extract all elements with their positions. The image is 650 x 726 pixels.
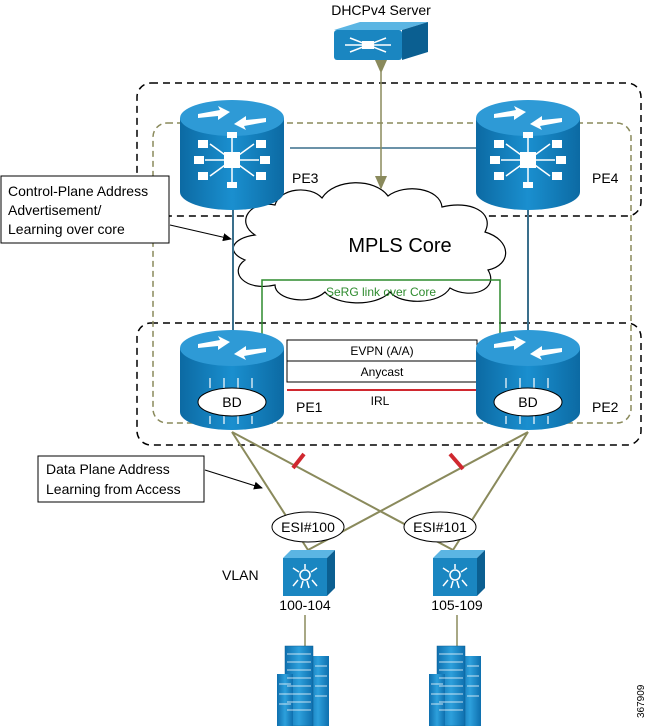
evpn-domain-box [152,122,632,424]
serg-link-label: SeRG link over Core [326,285,436,299]
serg-link [261,279,501,338]
bd-right-label: BD [518,394,537,410]
switch-icon [283,550,335,596]
figure-id: 367909 [636,684,647,718]
router-icon [476,330,580,430]
esi-right-ellipse [403,511,477,543]
vlan-right-range: 105-109 [431,597,483,613]
esi-left-ellipse [271,511,345,543]
switch-icon [433,550,485,596]
switch-icon [334,22,428,60]
control-plane-callout: Control-Plane Address Advertisement/ Lea… [0,175,232,244]
pe2-label: PE2 [592,399,619,415]
blocked-mark-right [448,452,465,471]
esi-left-label: ESI#100 [281,519,335,535]
data-plane-line-1: Data Plane Address [46,461,170,477]
data-plane-callout: Data Plane Address Learning from Access [37,455,263,503]
control-plane-line-3: Learning over core [8,221,125,237]
esi-right-label: ESI#101 [413,519,467,535]
dhcp-server-label: DHCPv4 Server [331,2,431,18]
mpls-core-label: MPLS Core [348,235,451,257]
irl-label: IRL [371,394,390,408]
building-icon [429,645,481,726]
control-plane-line-2: Advertisement/ [8,202,101,218]
blocked-mark-left [291,452,306,470]
router-icon [180,330,284,430]
building-icon [277,645,329,726]
evpn-label: EVPN (A/A) [350,344,413,358]
router-icon [180,100,284,210]
router-icon [476,100,580,210]
control-plane-line-1: Control-Plane Address [8,183,148,199]
pe1-label: PE1 [296,399,323,415]
cloud-icon [232,182,507,304]
vlan-label: VLAN [222,567,259,583]
bottom-pe-group-box [136,322,642,446]
vlan-left-range: 100-104 [279,597,331,613]
bd-left-label: BD [222,394,241,410]
data-plane-line-2: Learning from Access [46,481,181,497]
pe3-label: PE3 [292,170,319,186]
pe4-label: PE4 [592,170,619,186]
anycast-label: Anycast [361,365,404,379]
